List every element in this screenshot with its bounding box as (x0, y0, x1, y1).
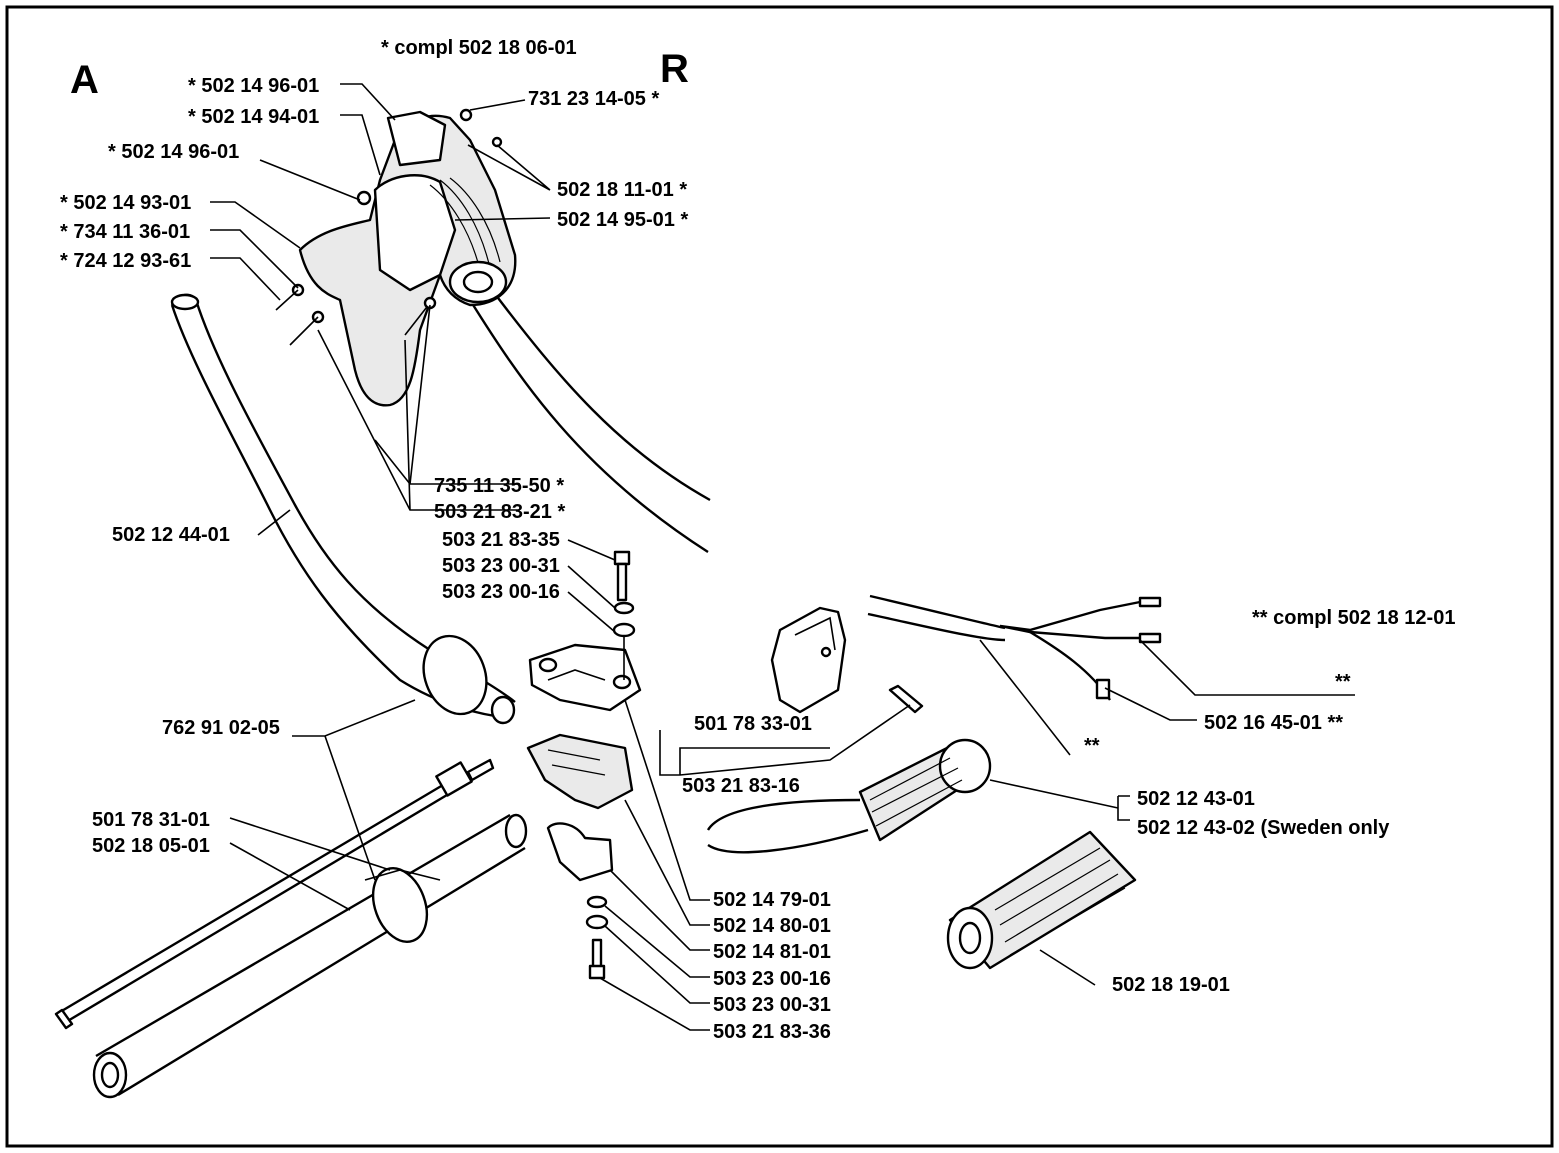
label-502-12-43-02: 502 12 43-02 (Sweden only (1137, 817, 1390, 839)
label-724-12-93-61: * 724 12 93-61 (60, 250, 191, 272)
label-762-91-02-05: 762 91 02-05 (162, 717, 280, 739)
label-502-14-80-01: 502 14 80-01 (713, 915, 831, 937)
section-label-a: A (70, 58, 99, 102)
label-502-14-94-01: * 502 14 94-01 (188, 106, 319, 128)
label-501-78-33-01: 501 78 33-01 (694, 713, 812, 735)
clamp-fasteners (585, 550, 636, 980)
label-502-14-79-01: 502 14 79-01 (713, 889, 831, 911)
label-501-78-31-01: 501 78 31-01 (92, 809, 210, 831)
leader-lines (210, 83, 1355, 1031)
handlebar-right-tube (468, 289, 1006, 642)
label-double-star-b: ** (1084, 735, 1100, 757)
label-734-11-36-01: * 734 11 36-01 (60, 221, 190, 243)
label-502-16-45-01: 502 16 45-01 ** (1204, 712, 1343, 734)
label-503-23-00-31-top: 503 23 00-31 (442, 555, 560, 577)
label-502-12-44-01: 502 12 44-01 (112, 524, 230, 546)
section-label-r: R (660, 47, 689, 91)
label-502-14-96-01-a: * 502 14 96-01 (188, 75, 319, 97)
throttle-handle (275, 108, 517, 407)
switch-cable (999, 596, 1162, 701)
label-503-23-00-31-bot: 503 23 00-31 (713, 994, 831, 1016)
label-503-23-00-16-bot: 503 23 00-16 (713, 968, 831, 990)
label-502-14-93-01: * 502 14 93-01 (60, 192, 191, 214)
diagram-border (5, 5, 1554, 1148)
label-735-11-35-50: 735 11 35-50 * (434, 475, 564, 497)
label-compl-502-18-06-01: * compl 502 18 06-01 (381, 37, 577, 59)
label-503-21-83-16: 503 21 83-16 (682, 775, 800, 797)
label-502-14-95-01: 502 14 95-01 * (557, 209, 688, 231)
grip-502-18-19 (946, 830, 1137, 970)
drive-shaft-tube (54, 758, 528, 1099)
label-502-14-81-01: 502 14 81-01 (713, 941, 831, 963)
screw-503-21-83-16 (888, 684, 924, 714)
label-503-23-00-16-top: 503 23 00-16 (442, 581, 560, 603)
label-503-21-83-35: 503 21 83-35 (442, 529, 560, 551)
label-compl-502-18-12-01: ** compl 502 18 12-01 (1252, 607, 1455, 629)
label-502-18-05-01: 502 18 05-01 (92, 835, 210, 857)
label-503-21-83-21: 503 21 83-21 * (434, 501, 565, 523)
label-502-12-43-01: 502 12 43-01 (1137, 788, 1255, 810)
label-502-18-11-01: 502 18 11-01 * (557, 179, 687, 201)
label-502-18-19-01: 502 18 19-01 (1112, 974, 1230, 996)
label-double-star-a: ** (1335, 671, 1351, 693)
clamp-lower (526, 733, 634, 882)
label-502-14-96-01-b: * 502 14 96-01 (108, 141, 239, 163)
cable-ties (364, 634, 488, 943)
label-731-23-14-05: 731 23 14-05 * (528, 88, 659, 110)
grip-502-12-43 (706, 738, 992, 854)
switch-bracket (770, 606, 847, 714)
label-503-21-83-36: 503 21 83-36 (713, 1021, 831, 1043)
